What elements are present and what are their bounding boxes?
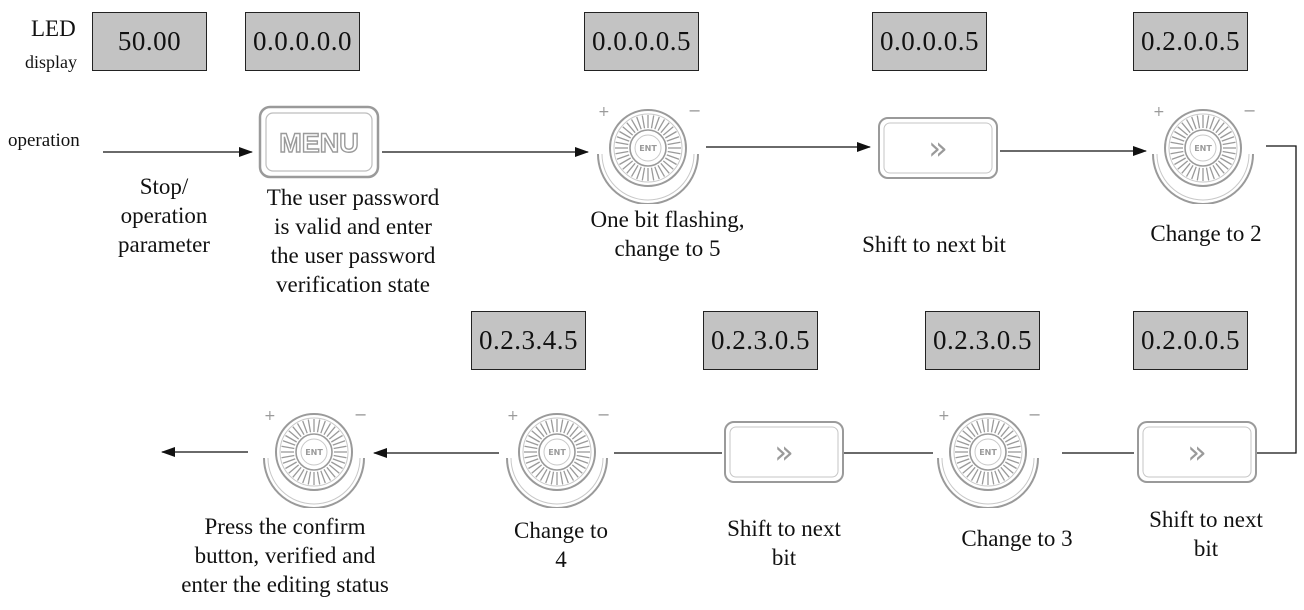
ent-button-label: ENT	[979, 448, 997, 457]
jog-knob-1[interactable]: + − ENT	[592, 92, 704, 204]
led-display-1: 50.00	[92, 12, 207, 71]
menu-button[interactable]: MENU	[257, 104, 381, 180]
connector-row-wrap	[1256, 145, 1297, 454]
step-caption-knob-2: Change to 2	[1150, 221, 1262, 246]
ent-button-label: ENT	[548, 448, 566, 457]
led-display-6: 0.2.0.0.5	[1133, 311, 1248, 370]
minus-icon: −	[354, 405, 367, 424]
led-display-4: 0.0.0.0.5	[872, 12, 987, 71]
plus-icon: +	[938, 408, 950, 424]
led-display-2: 0.0.0.0.0	[245, 12, 360, 71]
plus-icon: +	[507, 408, 519, 424]
shift-arrows-icon: »	[774, 433, 794, 471]
led-display-3: 0.0.0.0.5	[584, 12, 699, 71]
jog-knob-3[interactable]: + − ENT	[932, 396, 1044, 508]
minus-icon: −	[597, 405, 610, 424]
shift-button-3[interactable]: »	[723, 420, 845, 484]
operation-label: operation	[8, 130, 80, 151]
plus-icon: +	[264, 408, 276, 424]
minus-icon: −	[1243, 101, 1256, 120]
step-caption-knob-3: Change to 3	[961, 526, 1073, 551]
minus-icon: −	[688, 101, 701, 120]
shift-button-1[interactable]: »	[877, 116, 999, 180]
jog-knob-4[interactable]: + − ENT	[501, 396, 613, 508]
shift-button-2[interactable]: »	[1136, 420, 1258, 484]
minus-icon: −	[1028, 405, 1041, 424]
ent-button-label: ENT	[305, 448, 323, 457]
ent-button-label: ENT	[639, 144, 657, 153]
plus-icon: +	[1153, 104, 1165, 120]
step-caption-knob-1: One bit flashing,change to 5	[590, 207, 745, 261]
jog-knob-5[interactable]: + − ENT	[258, 396, 370, 508]
jog-knob-2[interactable]: + − ENT	[1147, 92, 1259, 204]
plus-icon: +	[598, 104, 610, 120]
led-display-7: 0.2.3.0.5	[925, 311, 1040, 370]
led-display-9: 0.2.3.4.5	[471, 311, 586, 370]
led-display-8: 0.2.3.0.5	[703, 311, 818, 370]
ent-button-label: ENT	[1194, 144, 1212, 153]
shift-arrows-icon: »	[928, 129, 948, 167]
shift-arrows-icon: »	[1187, 433, 1207, 471]
menu-button-label: MENU	[279, 128, 359, 158]
led-display-label-sub: display	[25, 52, 77, 72]
step-caption-shift-1: Shift to next bit	[862, 232, 1006, 257]
led-display-label: LED	[31, 16, 76, 41]
led-display-5: 0.2.0.0.5	[1133, 12, 1248, 71]
